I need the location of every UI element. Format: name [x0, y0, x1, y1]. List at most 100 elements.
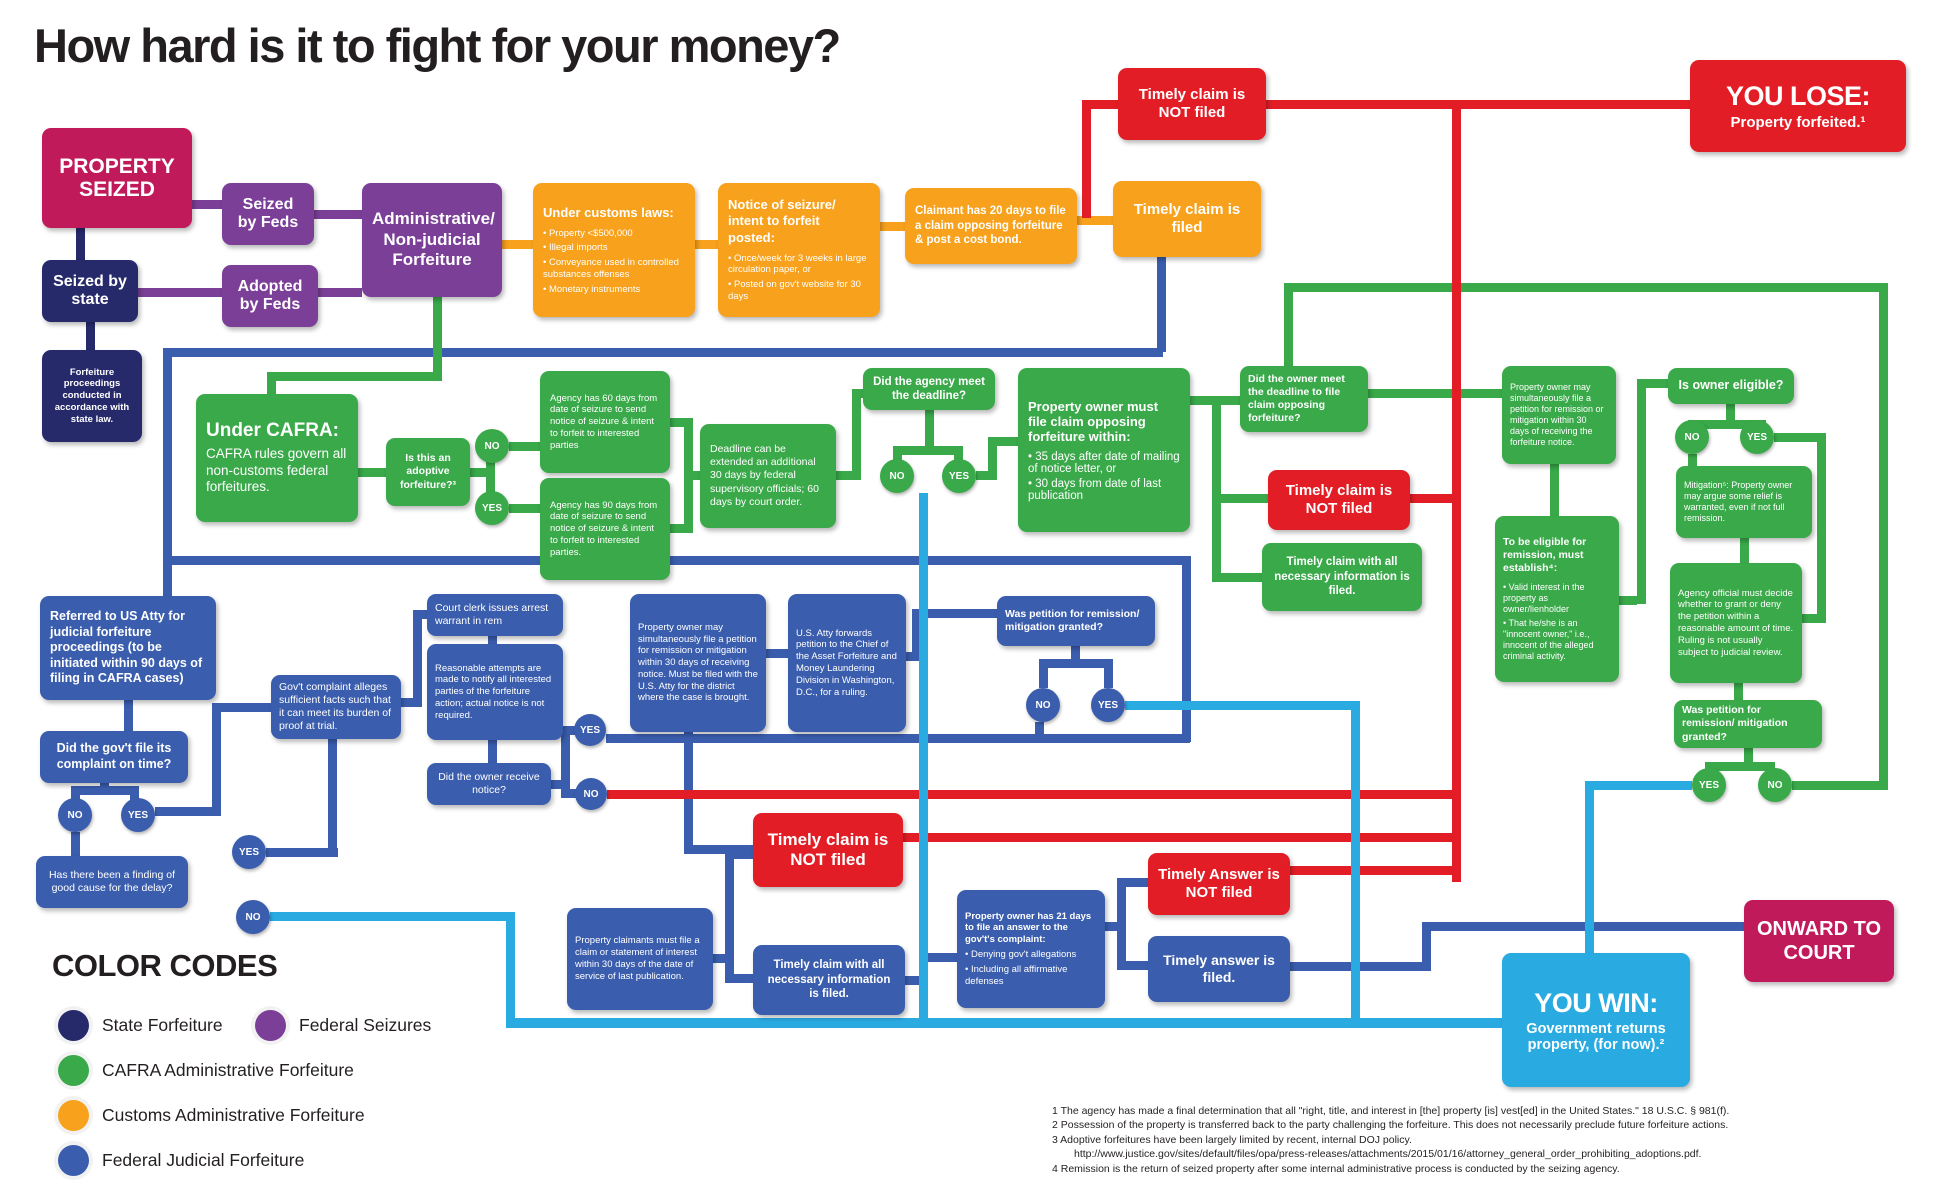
decision-yes: YES	[1091, 688, 1125, 722]
node-you-win: YOU WIN: Government returns property, (f…	[1502, 953, 1690, 1087]
decision-no: NO	[575, 778, 607, 810]
connector	[509, 442, 540, 451]
state-forfeiture-dot-icon	[58, 1010, 89, 1041]
node-seized-by-feds: Seized by Feds	[222, 183, 314, 245]
connector	[470, 468, 490, 477]
decision-label: YES	[1698, 779, 1719, 791]
node-label: Did the gov't file its complaint on time…	[56, 741, 172, 771]
connector	[76, 228, 85, 260]
node-label: Is this an adoptive forfeiture?³	[400, 452, 456, 491]
node-label: Mitigation⁵: Property owner may argue so…	[1684, 480, 1793, 523]
legend-label: CAFRA Administrative Forfeiture	[102, 1060, 354, 1080]
decision-no: NO	[880, 459, 914, 493]
node-label: Reasonable attempts are made to notify a…	[435, 662, 552, 721]
connector	[1071, 646, 1080, 663]
node-property-seized: PROPERTY SEIZED	[42, 128, 192, 228]
node-owner-remission-petition: Property owner may simultaneously file a…	[1502, 366, 1616, 464]
connector	[1157, 257, 1166, 352]
node-claimants-must-file: Property claimants must file a claim or …	[567, 908, 713, 1010]
connector	[954, 446, 963, 463]
connector	[852, 389, 863, 398]
connector	[1212, 573, 1262, 582]
connector	[433, 297, 442, 376]
bullet: • That he/she is an "innocent owner," i.…	[1503, 617, 1594, 661]
decision-label: YES	[127, 809, 148, 821]
bullet: • 35 days after date of mailing of notic…	[1028, 450, 1180, 475]
bullet: • Posted on gov't website for 30 days	[728, 279, 861, 302]
node-notice-of-seizure: Notice of seizure/ intent to forfeit pos…	[718, 183, 880, 317]
node-title: Under customs laws:	[543, 204, 674, 220]
connector	[155, 807, 220, 816]
node-title: Under CAFRA:	[206, 419, 339, 441]
cafra-forfeiture-dot-icon	[58, 1055, 89, 1086]
node-owner-deadline-question: Did the owner meet the deadline to file …	[1240, 366, 1368, 432]
decision-yes: YES	[1692, 768, 1726, 802]
footnote: 2 Possession of the property is transfer…	[1052, 1119, 1729, 1132]
connector	[713, 954, 729, 963]
connector	[607, 790, 1452, 799]
node-label: Seized by state	[53, 272, 127, 308]
node-label: Timely claim is NOT filed	[1285, 482, 1393, 517]
bullet: • Including all affirmative defenses	[965, 963, 1068, 987]
connector	[1619, 596, 1637, 605]
node-agency-90-days: Agency has 90 days from date of seizure …	[540, 478, 670, 580]
connector	[212, 703, 271, 712]
connector	[1212, 494, 1268, 503]
node-administrative-forfeiture: Administrative/ Non-judicial Forfeiture	[362, 183, 502, 297]
connector	[561, 789, 577, 798]
node-title: To be eligible for remission, must estab…	[1503, 536, 1587, 574]
decision-no: NO	[236, 900, 270, 934]
decision-label: NO	[1035, 699, 1051, 711]
connector	[266, 848, 338, 857]
node-mitigation: Mitigation⁵: Property owner may argue so…	[1676, 466, 1812, 538]
connector	[1368, 389, 1502, 398]
connector	[1266, 100, 1690, 109]
connector	[358, 468, 386, 477]
node-label: Timely claim is NOT filed	[1138, 86, 1246, 121]
decision-no: NO	[1026, 688, 1060, 722]
node-label: Did the owner receive notice?	[438, 770, 540, 796]
connector	[1792, 781, 1888, 790]
footnote-url: http://www.justice.gov/sites/default/fil…	[1074, 1148, 1702, 1161]
legend-item: State Forfeiture	[58, 1010, 223, 1041]
node-onward-to-court: ONWARD TO COURT	[1744, 900, 1894, 982]
connector	[267, 372, 442, 381]
connector	[919, 493, 928, 1023]
connector	[71, 832, 80, 856]
decision-yes: YES	[574, 714, 606, 746]
node-label: U.S. Atty forwards petition to the Chief…	[796, 627, 897, 698]
decision-yes: YES	[232, 835, 266, 869]
connector	[413, 610, 429, 619]
node-label: Property owner may simultaneously file a…	[638, 621, 758, 704]
connector	[903, 833, 1452, 842]
node-label: Court clerk issues arrest warrant in rem	[435, 601, 549, 627]
connector	[976, 471, 992, 480]
connector	[163, 348, 172, 596]
connector	[267, 372, 276, 398]
node-subtitle: Property forfeited.¹	[1730, 114, 1866, 131]
connector	[670, 524, 684, 533]
decision-label: NO	[245, 911, 261, 923]
node-timely-answer-not-filed: Timely Answer is NOT filed	[1148, 853, 1290, 915]
connector	[1039, 659, 1113, 668]
connector	[561, 726, 570, 794]
node-owner-must-file-claim: Property owner must file claim opposing …	[1018, 368, 1190, 532]
node-label: Did the agency meet the deadline?	[873, 375, 985, 402]
footnotes: 1 The agency has made a final determinat…	[1052, 1104, 1932, 1176]
connector	[1550, 464, 1559, 516]
decision-yes: YES	[121, 798, 155, 832]
decision-no: NO	[475, 429, 509, 463]
legend: COLOR CODES	[52, 948, 278, 984]
node-title: Notice of seizure/ intent to forfeit pos…	[728, 197, 836, 245]
connector	[163, 348, 1163, 357]
decision-label: NO	[67, 809, 83, 821]
connector	[314, 210, 362, 219]
legend-heading: COLOR CODES	[52, 948, 278, 983]
node-good-cause-question: Has there been a finding of good cause f…	[36, 856, 188, 908]
connector	[1082, 100, 1118, 109]
node-label: Agency official must decide whether to g…	[1678, 587, 1794, 658]
node-label: Timely claim with all necessary informat…	[767, 959, 891, 1001]
connector	[1082, 100, 1091, 218]
node-label: Property claimants must file a claim or …	[575, 935, 700, 982]
